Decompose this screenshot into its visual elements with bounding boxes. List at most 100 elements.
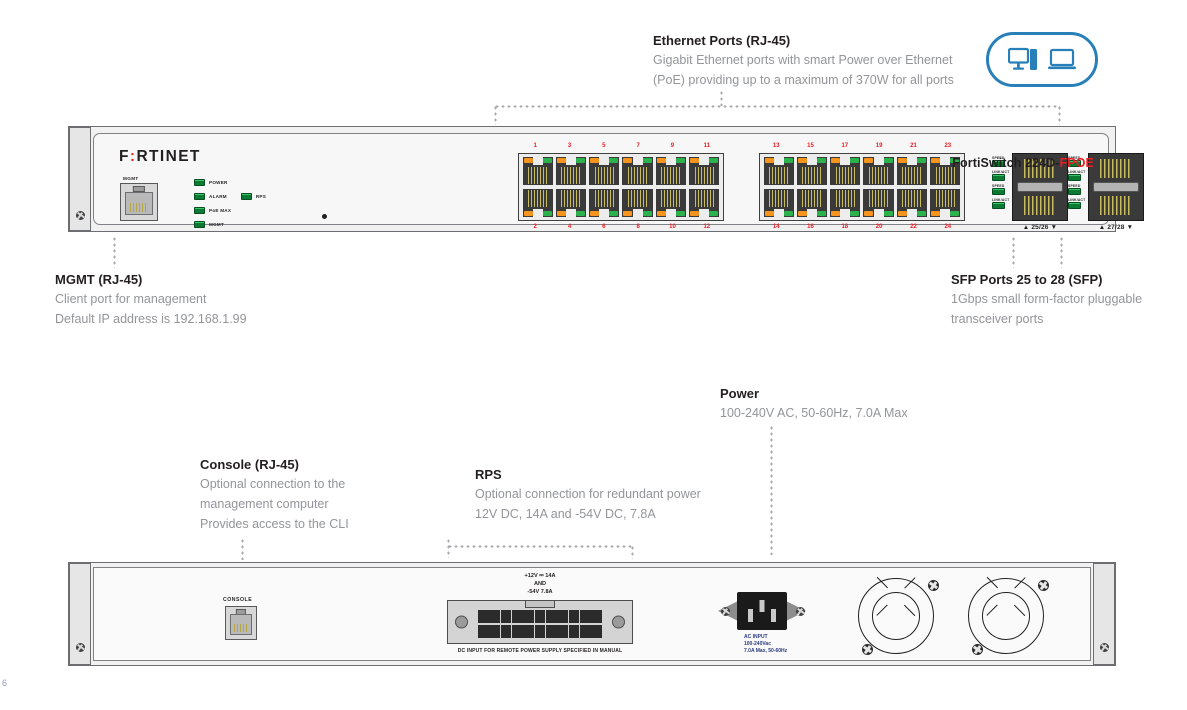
power-led-label: POWER <box>209 179 228 185</box>
port-pair-15-16[interactable] <box>795 156 828 218</box>
ethernet-port-12[interactable] <box>689 189 720 217</box>
port-number: 5 <box>602 143 606 149</box>
led-row-alarm: ALARM RPS <box>194 190 290 202</box>
mgmt-rj45-port[interactable] <box>120 183 158 221</box>
port-number: 9 <box>670 143 675 149</box>
ethernet-port-7[interactable] <box>622 157 653 185</box>
ethernet-port-10[interactable] <box>655 189 687 217</box>
laptop-icon <box>1048 48 1076 69</box>
ethernet-port-9[interactable] <box>655 157 687 185</box>
port-pair-5-6[interactable] <box>588 156 621 218</box>
port-number: 17 <box>841 143 849 149</box>
console-rj45-port[interactable] <box>225 606 257 640</box>
ethernet-port-11[interactable] <box>689 157 720 185</box>
callout-ethernet-line1: Gigabit Ethernet ports with smart Power … <box>653 53 953 67</box>
port-number: 16 <box>807 224 814 230</box>
ethernet-port-3[interactable] <box>555 157 587 185</box>
front-left-ear-screw <box>76 211 85 220</box>
sfp2-linkact-led-2: LINK/ACT <box>1068 198 1085 209</box>
ethernet-port-6[interactable] <box>589 189 620 217</box>
sfp2-speed-led-2: SPEED <box>1068 184 1084 195</box>
port-pair-9-10[interactable] <box>654 156 687 218</box>
port-pair-23-24[interactable] <box>929 156 962 218</box>
ethernet-port-19[interactable] <box>863 157 894 185</box>
callout-sfp-line1: 1Gbps small form-factor pluggable <box>951 292 1143 306</box>
mgmt-led-label: MGMT <box>209 221 225 227</box>
sfp-cage-27-28[interactable] <box>1088 153 1144 221</box>
ethernet-port-5[interactable] <box>589 157 620 185</box>
callout-console-line1: Optional connection to the <box>200 477 346 491</box>
port-numbers-bottom-group2: 14 16 18 20 22 24 <box>759 224 965 230</box>
ethernet-port-17[interactable] <box>830 157 861 185</box>
ethernet-port-8[interactable] <box>622 189 653 217</box>
port-pair-21-22[interactable] <box>895 156 928 218</box>
port-pair-3-4[interactable] <box>554 156 587 218</box>
port-pair-7-8[interactable] <box>621 156 654 218</box>
sfp1-linkact-led-2: LINK/ACT <box>992 198 1009 209</box>
port-number: 19 <box>875 143 883 149</box>
sfp-slot-26[interactable] <box>1016 194 1064 217</box>
callout-rps-title: RPS <box>475 467 502 482</box>
ac-power-inlet[interactable] <box>718 592 806 630</box>
leader-ethernet-stem <box>720 90 723 106</box>
callout-ethernet-ports: Ethernet Ports (RJ-45) Gigabit Ethernet … <box>653 31 983 90</box>
fan-2-screw-top <box>1038 580 1049 591</box>
port-pair-1-2[interactable] <box>521 156 554 218</box>
port-number: 2 <box>533 224 537 230</box>
sfp-slot-25[interactable] <box>1016 157 1064 180</box>
callout-ethernet-title: Ethernet Ports (RJ-45) <box>653 33 791 48</box>
mgmt-port-label: MGMT <box>123 176 139 181</box>
sfp-slot-27[interactable] <box>1092 157 1140 180</box>
leader-ethernet-right-drop <box>1058 105 1061 125</box>
rps-led-label: RPS <box>255 193 267 199</box>
leader-rps-left-drop <box>447 538 450 558</box>
ethernet-port-21[interactable] <box>896 157 928 185</box>
ethernet-port-block-1-12[interactable] <box>518 153 724 221</box>
ethernet-port-16[interactable] <box>796 189 828 217</box>
ethernet-port-24[interactable] <box>930 189 961 217</box>
console-port-pins <box>233 624 249 633</box>
ac-inlet-screw-left <box>721 607 730 616</box>
port-pair-13-14[interactable] <box>762 156 795 218</box>
rps-bolt-right <box>612 615 625 629</box>
port-number: 18 <box>841 224 849 230</box>
status-led-group: POWER ALARM RPS PoE MAX MGMT <box>194 176 290 232</box>
sfp-slot-28[interactable] <box>1092 194 1140 217</box>
leader-rps-span <box>447 545 633 548</box>
ethernet-port-block-13-24[interactable] <box>759 153 965 221</box>
ethernet-port-13[interactable] <box>763 157 794 185</box>
ethernet-port-18[interactable] <box>830 189 861 217</box>
ethernet-port-4[interactable] <box>555 189 587 217</box>
sfp-cage-25-26[interactable] <box>1012 153 1068 221</box>
reset-pinhole[interactable] <box>322 214 327 219</box>
port-number: 8 <box>636 224 640 230</box>
front-panel-face: F:RTINET MGMT POWER ALARM RPS PoE MAX <box>93 133 1144 231</box>
sfp-cage-divider-2 <box>1093 182 1139 192</box>
leader-rps-right-drop <box>631 545 634 559</box>
front-panel-chassis: F:RTINET MGMT POWER ALARM RPS PoE MAX <box>68 126 1144 232</box>
poe-max-led <box>194 206 205 214</box>
rps-connector-latch <box>525 600 555 608</box>
port-numbers-bottom-group1: 2 4 6 8 10 12 <box>518 224 724 230</box>
callout-console-title: Console (RJ-45) <box>200 457 299 472</box>
leader-sfp-left <box>1012 236 1015 268</box>
client-devices-badge <box>986 32 1098 87</box>
rps-bolt-left <box>455 615 468 629</box>
ethernet-port-22[interactable] <box>896 189 928 217</box>
rps-dc-input-connector[interactable] <box>447 600 633 644</box>
port-number: 3 <box>567 143 572 149</box>
port-pair-17-18[interactable] <box>829 156 862 218</box>
mgmt-port-body <box>125 191 153 215</box>
ethernet-port-1[interactable] <box>522 157 553 185</box>
port-pair-11-12[interactable] <box>688 156 721 218</box>
ethernet-port-23[interactable] <box>930 157 961 185</box>
port-pair-19-20[interactable] <box>862 156 895 218</box>
sfp-led-group-1: SPEED LINK/ACT SPEED LINK/ACT <box>992 156 1009 212</box>
ethernet-port-2[interactable] <box>522 189 553 217</box>
ethernet-port-14[interactable] <box>763 189 794 217</box>
ethernet-port-20[interactable] <box>863 189 894 217</box>
ac-inlet-screw-right <box>796 607 805 616</box>
sfp-led-group-2: SPEED LINK/ACT SPEED LINK/ACT <box>1068 156 1085 212</box>
port-number: 23 <box>944 143 952 149</box>
ethernet-port-15[interactable] <box>796 157 828 185</box>
